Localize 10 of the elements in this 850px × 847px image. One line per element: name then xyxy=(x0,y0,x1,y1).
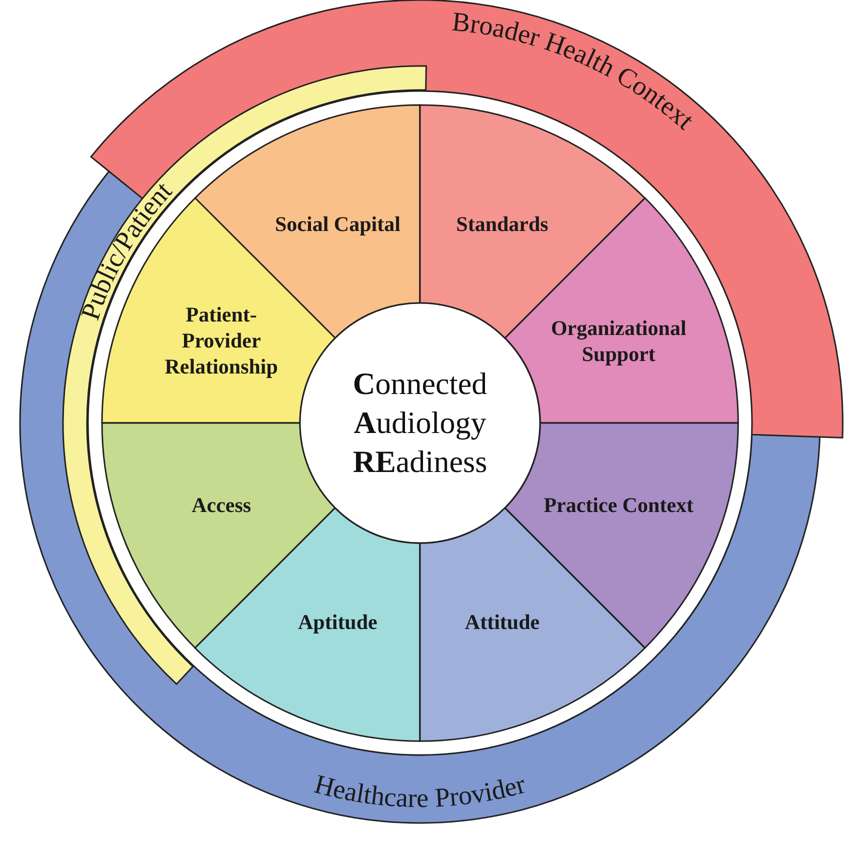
segment-label: Social Capital xyxy=(274,211,402,238)
segment-label: Patient-Provider Relationship xyxy=(164,302,279,380)
segment-label: Organizational Support xyxy=(550,314,688,367)
segment-label: Aptitude xyxy=(297,608,378,635)
segment-label: Access xyxy=(190,492,252,518)
band-label: Healthcare Provider xyxy=(311,768,529,814)
center-title: Connected Audiology REadiness xyxy=(352,364,488,480)
segment-label: Standards xyxy=(455,211,550,238)
segment-label: Attitude xyxy=(464,608,541,635)
segment-label: Practice Context xyxy=(544,492,694,518)
